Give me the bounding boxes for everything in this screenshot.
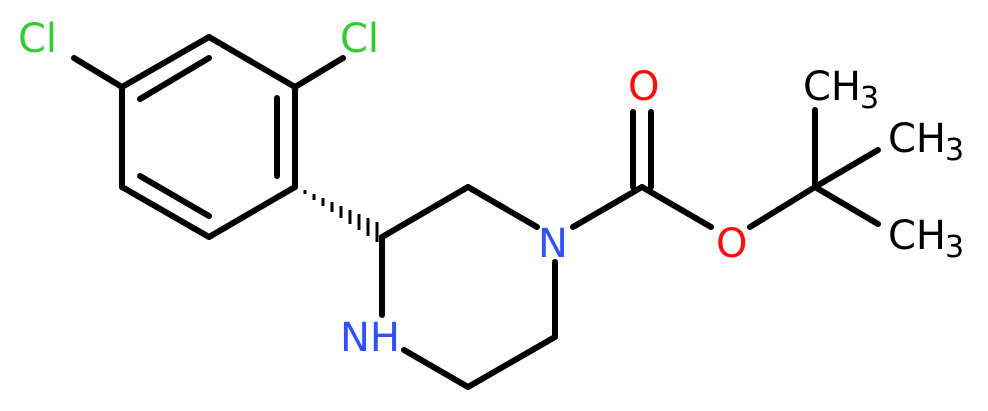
oxygen-label-carbonyl: O	[628, 64, 659, 110]
bond-n-carbonyl	[570, 184, 645, 230]
bond-ring-4	[206, 184, 298, 240]
dichlorophenyl-ring	[119, 34, 298, 240]
svg-text:CH: CH	[803, 64, 861, 110]
bond-ring-5	[119, 184, 212, 240]
bond-o-tbutyl	[747, 184, 818, 230]
svg-text:CH: CH	[888, 116, 946, 162]
boc-group	[570, 107, 881, 230]
hashed-wedge-bond	[294, 186, 379, 242]
bond-pip-c5-n4	[401, 347, 471, 390]
nitrogen-label-ring: N	[538, 221, 568, 267]
bond-ring-1	[119, 34, 212, 90]
bond-carbonyl-o-ester	[639, 184, 714, 230]
oxygen-label-ester: O	[716, 221, 747, 267]
nh-label: NH	[340, 315, 400, 361]
bond-pip-c2-n1	[465, 184, 540, 230]
svg-text:3: 3	[860, 81, 879, 116]
bond-ring-2	[206, 34, 298, 90]
svg-text:3: 3	[945, 230, 964, 265]
bond-ring-inner-3	[137, 173, 212, 219]
bond-tbutyl-right	[812, 147, 881, 190]
methyl-label-bottom: CH 3	[888, 213, 964, 265]
methyl-label-top: CH 3	[803, 64, 879, 116]
bond-tbutyl-down	[812, 184, 881, 227]
piperazine-ring	[379, 184, 558, 390]
svg-text:CH: CH	[888, 213, 946, 259]
bond-pip-c6-c5	[465, 334, 558, 390]
methyl-label-middle: CH 3	[888, 116, 964, 168]
bond-cl-left	[71, 55, 125, 90]
chlorine-label-top: Cl	[340, 16, 379, 62]
chlorine-label-left: Cl	[18, 16, 57, 62]
bond-pip-c3-c2	[379, 184, 471, 240]
bond-ring-inner-1	[137, 55, 212, 102]
bond-cl-top	[292, 55, 346, 90]
svg-text:3: 3	[945, 133, 964, 168]
